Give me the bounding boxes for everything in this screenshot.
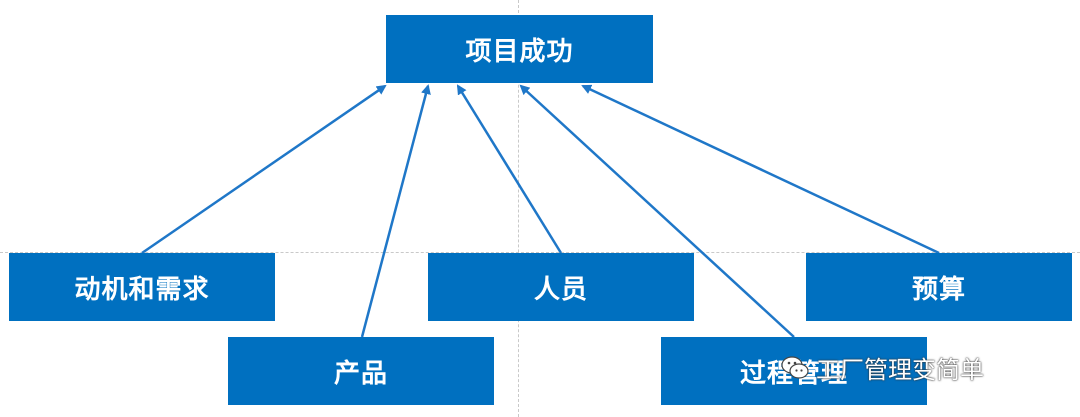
node-budget: 预算 xyxy=(806,253,1072,321)
arrow-people-to-top xyxy=(456,84,563,254)
watermark: 工厂管理变简单 xyxy=(780,350,984,385)
node-label: 预算 xyxy=(911,274,966,305)
node-label: 动机和需求 xyxy=(74,274,210,305)
node-label: 产品 xyxy=(333,358,388,389)
arrow-budget-to-top xyxy=(581,84,940,255)
node-project-success: 项目成功 xyxy=(386,15,653,83)
node-label: 人员 xyxy=(533,274,588,305)
watermark-text: 工厂管理变简单 xyxy=(816,356,984,384)
node-motivation-and-needs: 动机和需求 xyxy=(9,253,275,321)
arrow-product-to-top xyxy=(360,84,431,338)
horizontal-guide-line xyxy=(0,252,1080,253)
arrow-motivation-to-top xyxy=(141,84,387,255)
wechat-icon xyxy=(781,355,809,379)
node-product: 产品 xyxy=(228,337,494,405)
vertical-guide-line xyxy=(518,0,519,417)
arrow-process-to-top xyxy=(519,84,795,338)
node-label: 项目成功 xyxy=(465,36,574,67)
node-people: 人员 xyxy=(428,253,694,321)
